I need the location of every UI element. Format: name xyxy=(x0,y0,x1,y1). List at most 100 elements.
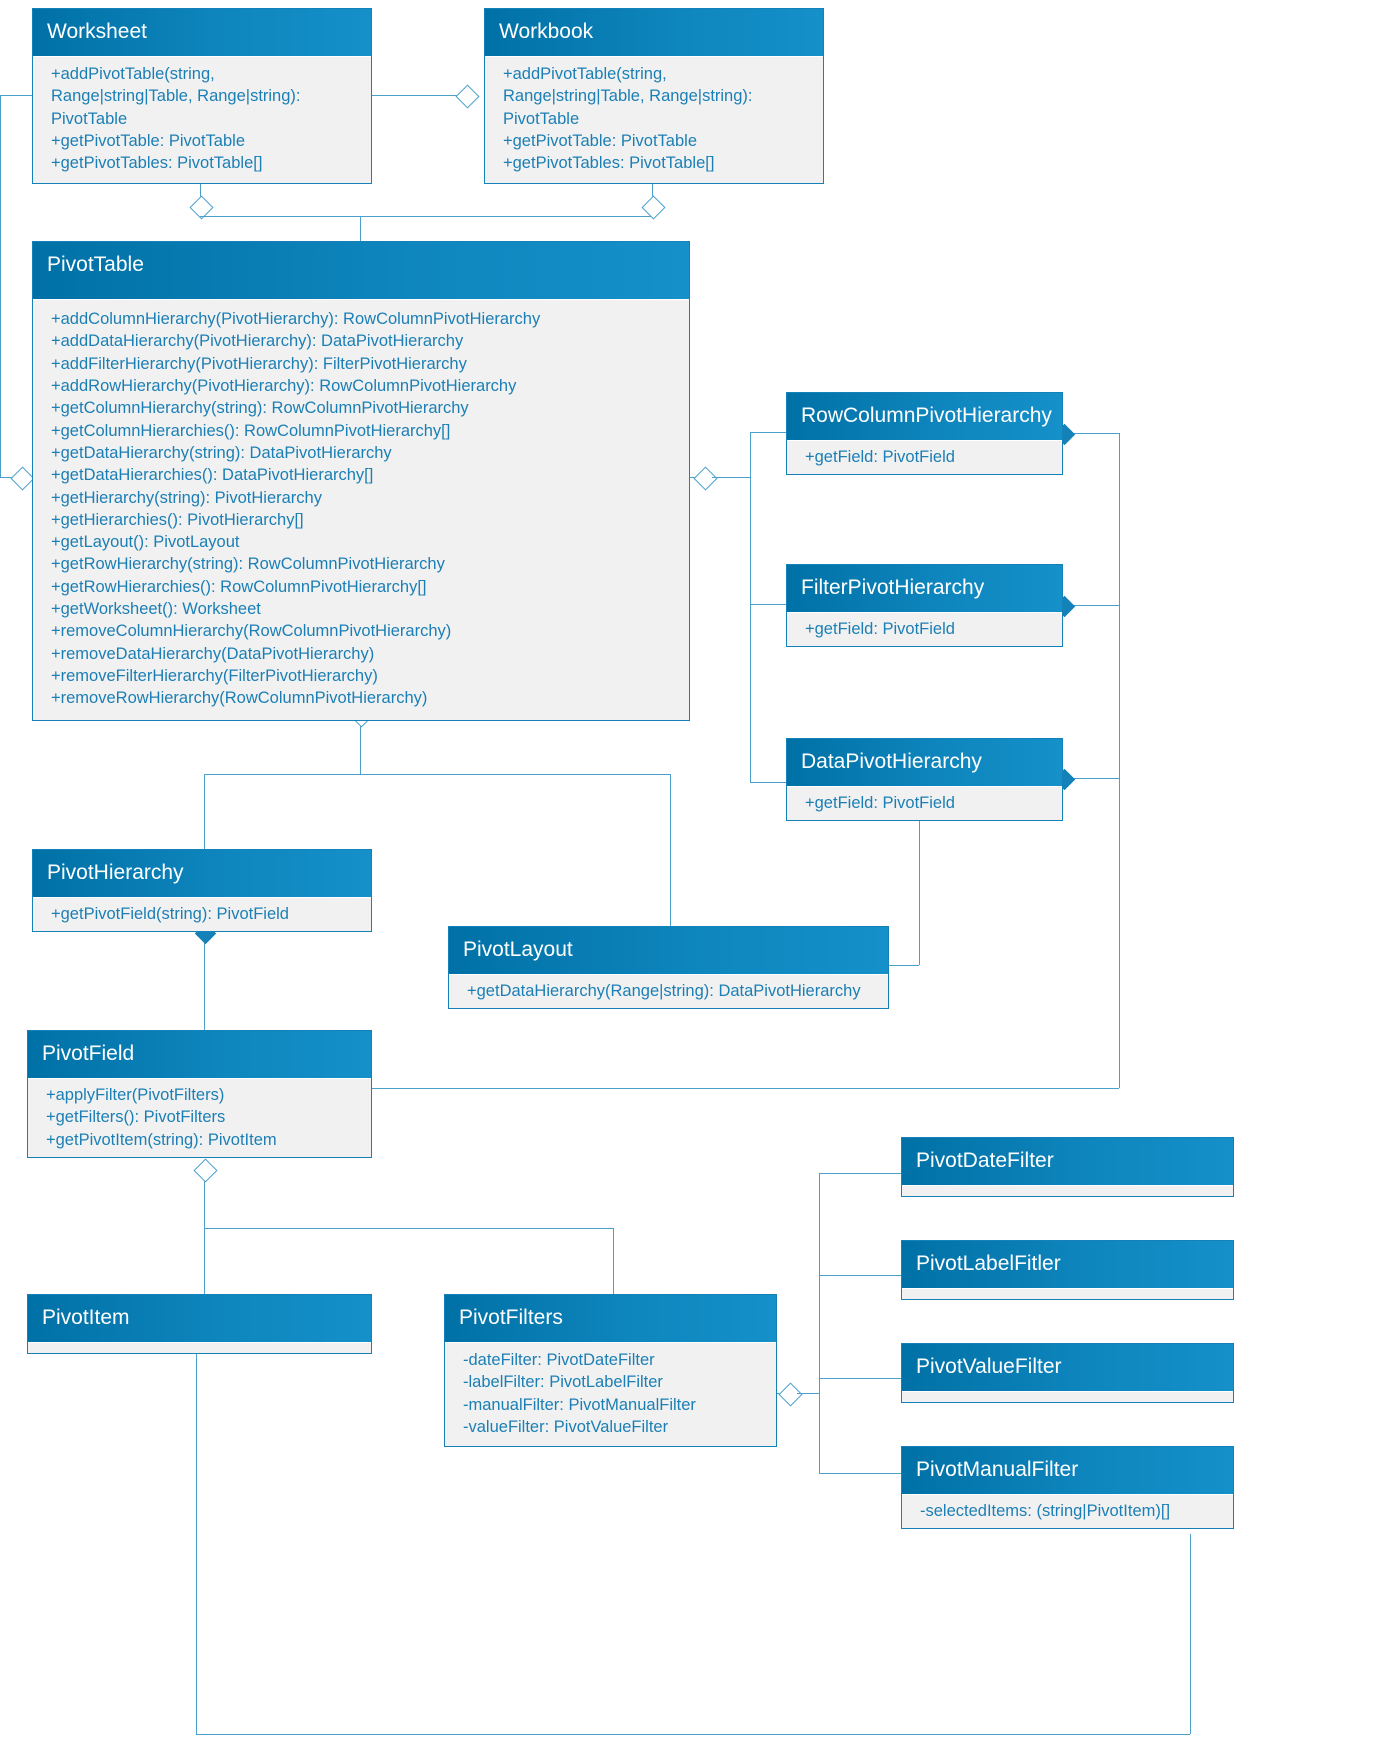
connector-hierarchies-stub xyxy=(712,477,750,478)
connector-manualfilter-down xyxy=(1190,1534,1191,1734)
member: +getField: PivotField xyxy=(805,448,955,467)
member: +getPivotTable: PivotTable xyxy=(51,132,245,151)
member: -manualFilter: PivotManualFilter xyxy=(463,1395,696,1414)
class-pivotmanualfilter-title: PivotManualFilter xyxy=(902,1447,1233,1495)
aggregation-diamond-hierarchies xyxy=(693,466,718,491)
member: +getWorksheet(): Worksheet xyxy=(51,600,261,619)
connector-to-filter-hierarchy xyxy=(750,604,792,605)
class-pivotfield[interactable]: PivotField +applyFilter(PivotFilters) +g… xyxy=(27,1030,372,1159)
member: +addDataHierarchy(PivotHierarchy): DataP… xyxy=(51,332,464,351)
member: +getLayout(): PivotLayout xyxy=(51,533,240,552)
class-datapivothierarchy[interactable]: DataPivotHierarchy +getField: PivotField xyxy=(786,738,1063,822)
connector-to-labelfilter xyxy=(819,1275,901,1276)
member: +getDataHierarchy(string): DataPivotHier… xyxy=(51,443,392,462)
member: -valueFilter: PivotValueFilter xyxy=(463,1418,669,1437)
connector-worksheet-left-vertical xyxy=(0,95,1,477)
connector-rowcolumn-to-field xyxy=(1063,433,1119,434)
member: +getPivotTables: PivotTable[] xyxy=(51,154,263,173)
class-pivotlabelfilter[interactable]: PivotLabelFitler xyxy=(901,1240,1234,1301)
class-rowcolumnpivothierarchy[interactable]: RowColumnPivotHierarchy +getField: Pivot… xyxy=(786,392,1063,476)
class-pivotlabelfilter-members xyxy=(902,1288,1233,1300)
class-datapivothierarchy-members: +getField: PivotField xyxy=(787,786,1062,821)
class-pivotfield-members: +applyFilter(PivotFilters) +getFilters()… xyxy=(28,1078,371,1158)
connector-manualfilter-to-pivotitem xyxy=(196,1734,1190,1735)
class-workbook-members: +addPivotTable(string, Range|string|Tabl… xyxy=(485,56,823,183)
class-pivothierarchy-members: +getPivotField(string): PivotField xyxy=(33,897,371,932)
class-datapivothierarchy-title: DataPivotHierarchy xyxy=(787,739,1062,787)
connector-data-to-field xyxy=(1063,778,1119,779)
class-pivottable[interactable]: PivotTable +addColumnHierarchy(PivotHier… xyxy=(32,241,690,721)
connector-field-bus-horizontal xyxy=(372,1088,1119,1089)
aggregation-diamond-workbook xyxy=(455,84,480,109)
connector-to-pivotfilters xyxy=(613,1228,614,1294)
class-pivotitem-members xyxy=(28,1342,371,1354)
class-pivotlabelfilter-title: PivotLabelFitler xyxy=(902,1241,1233,1289)
connector-pivotlayout-up xyxy=(919,820,920,965)
member: +getPivotField(string): PivotField xyxy=(51,905,289,924)
member: +removeDataHierarchy(DataPivotHierarchy) xyxy=(51,644,375,663)
class-worksheet-members: +addPivotTable(string, Range|string|Tabl… xyxy=(33,56,371,183)
member: +addColumnHierarchy(PivotHierarchy): Row… xyxy=(51,310,541,329)
connector-to-rowcolumn-hierarchy xyxy=(750,432,792,433)
member: +addRowHierarchy(PivotHierarchy): RowCol… xyxy=(51,377,517,396)
class-filterpivothierarchy-title: FilterPivotHierarchy xyxy=(787,565,1062,613)
connector-to-manualfilter xyxy=(819,1473,901,1474)
connector-worksheet-left xyxy=(0,95,32,96)
class-worksheet[interactable]: Worksheet +addPivotTable(string, Range|s… xyxy=(32,8,372,184)
class-pivotvaluefilter-title: PivotValueFilter xyxy=(902,1344,1233,1392)
connector-worksheet-workbook xyxy=(372,95,462,96)
class-filterpivothierarchy-members: +getField: PivotField xyxy=(787,612,1062,647)
connector-pivotlayout-right xyxy=(889,965,919,966)
class-pivotdatefilter-title: PivotDateFilter xyxy=(902,1138,1233,1186)
member: -selectedItems: (string|PivotItem)[] xyxy=(920,1502,1171,1521)
class-pivotvaluefilter[interactable]: PivotValueFilter xyxy=(901,1343,1234,1404)
class-rowcolumnpivothierarchy-title: RowColumnPivotHierarchy xyxy=(787,393,1062,441)
class-pivothierarchy[interactable]: PivotHierarchy +getPivotField(string): P… xyxy=(32,849,372,933)
member: +getField: PivotField xyxy=(805,620,955,639)
connector-worksheet-to-pivottable xyxy=(0,477,18,478)
member: +getRowHierarchy(string): RowColumnPivot… xyxy=(51,555,445,574)
aggregation-diamond-pivottable-left xyxy=(10,466,35,491)
member: +addPivotTable(string, Range|string|Tabl… xyxy=(503,65,753,128)
member: +getPivotTable: PivotTable xyxy=(503,132,697,151)
class-pivotdatefilter-members xyxy=(902,1185,1233,1197)
member: +getColumnHierarchy(string): RowColumnPi… xyxy=(51,399,469,418)
member: +applyFilter(PivotFilters) xyxy=(46,1086,225,1105)
connector-pivottable-bottom-bus xyxy=(204,774,670,775)
class-workbook-title: Workbook xyxy=(485,9,823,57)
connector-hierarchy-field-bus xyxy=(1119,433,1120,1088)
class-pivotvaluefilter-members xyxy=(902,1391,1233,1403)
connector-pivotitem-down xyxy=(196,1352,197,1734)
member: -labelFilter: PivotLabelFilter xyxy=(463,1373,663,1392)
class-pivotmanualfilter[interactable]: PivotManualFilter -selectedItems: (strin… xyxy=(901,1446,1234,1530)
class-pivottable-members: +addColumnHierarchy(PivotHierarchy): Row… xyxy=(33,299,689,720)
member: +getHierarchies(): PivotHierarchy[] xyxy=(51,510,304,529)
class-pivotfilters-members: -dateFilter: PivotDateFilter -labelFilte… xyxy=(445,1342,776,1447)
class-pivotdatefilter[interactable]: PivotDateFilter xyxy=(901,1137,1234,1198)
connector-to-valuefilter xyxy=(819,1378,901,1379)
connector-worksheet-down xyxy=(200,180,201,208)
class-pivotlayout[interactable]: PivotLayout +getDataHierarchy(Range|stri… xyxy=(448,926,889,1010)
class-pivotlayout-title: PivotLayout xyxy=(449,927,888,975)
connector-to-pivothierarchy xyxy=(204,774,205,850)
member: +removeFilterHierarchy(FilterPivotHierar… xyxy=(51,666,378,685)
member: +getColumnHierarchies(): RowColumnPivotH… xyxy=(51,421,451,440)
connector-worksheet-workbook-bus xyxy=(200,216,652,217)
class-pivotfilters-title: PivotFilters xyxy=(445,1295,776,1343)
member: +getDataHierarchies(): DataPivotHierarch… xyxy=(51,466,374,485)
connector-to-datefilter xyxy=(819,1173,901,1174)
connector-bottom-stub xyxy=(360,740,361,774)
class-pivotitem[interactable]: PivotItem xyxy=(27,1294,372,1355)
class-worksheet-title: Worksheet xyxy=(33,9,371,57)
member: -dateFilter: PivotDateFilter xyxy=(463,1351,655,1370)
connector-hierarchies-bus xyxy=(750,432,751,782)
connector-hierarchy-to-field xyxy=(204,932,205,1030)
member: +removeColumnHierarchy(RowColumnPivotHie… xyxy=(51,622,452,641)
class-filterpivothierarchy[interactable]: FilterPivotHierarchy +getField: PivotFie… xyxy=(786,564,1063,648)
connector-to-pivotlayout xyxy=(670,774,671,926)
class-workbook[interactable]: Workbook +addPivotTable(string, Range|st… xyxy=(484,8,824,184)
class-rowcolumnpivothierarchy-members: +getField: PivotField xyxy=(787,440,1062,475)
connector-bus-to-pivottable xyxy=(360,216,361,241)
class-pivotfilters[interactable]: PivotFilters -dateFilter: PivotDateFilte… xyxy=(444,1294,777,1448)
